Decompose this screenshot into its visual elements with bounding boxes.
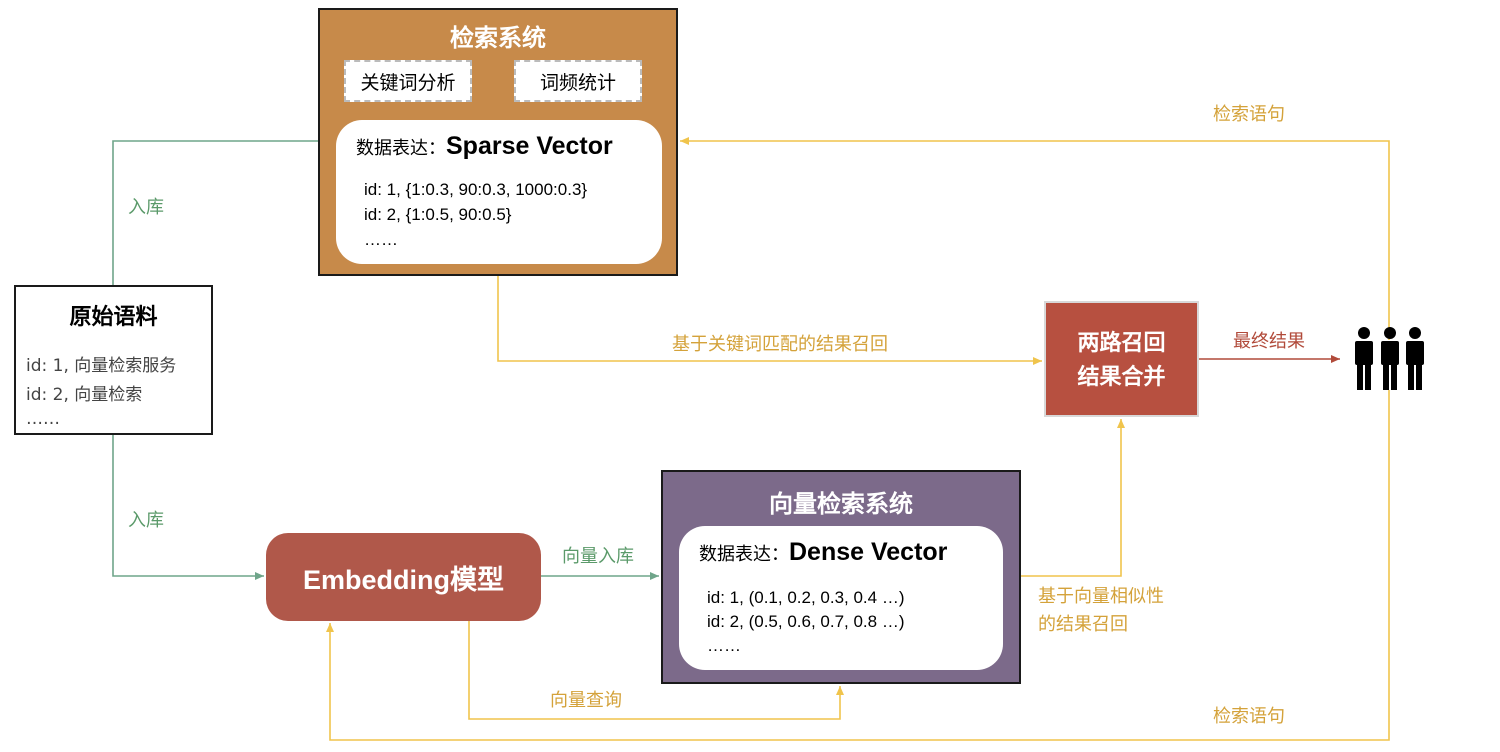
edge-vector-query — [468, 621, 844, 720]
edge-query-embedding — [326, 390, 1390, 741]
label-vector-recall-2: 的结果召回 — [1038, 614, 1128, 635]
label-query-bottom: 检索语句 — [1213, 706, 1285, 727]
merge-recall-box: 两路召回 结果合并 — [1044, 301, 1199, 417]
sparse-retrieval-system: 检索系统 关键词分析 词频统计 数据表达：Sparse Vector id: 1… — [318, 8, 678, 276]
vector-system-title: 向量检索系统 — [769, 490, 913, 518]
corpus-row: id: 2, 向量检索 — [26, 385, 143, 405]
label-vector-query: 向量查询 — [550, 690, 622, 711]
label-vector-recall-1: 基于向量相似性 — [1038, 586, 1164, 607]
dense-row: …… — [707, 636, 741, 655]
dense-expression: 数据表达：Dense Vector — [699, 538, 947, 567]
label-final-result: 最终结果 — [1233, 331, 1305, 352]
merge-line-2: 结果合并 — [1077, 365, 1166, 390]
label-vector-ingest: 向量入库 — [562, 546, 634, 567]
dense-expression-type: Dense Vector — [789, 538, 948, 566]
label-query-top: 检索语句 — [1213, 104, 1285, 125]
sparse-row: id: 1, {1:0.3, 90:0.3, 1000:0.3} — [364, 180, 588, 199]
merge-line-1: 两路召回 — [1077, 331, 1166, 356]
term-frequency-box: 词频统计 — [514, 60, 642, 102]
dense-row: id: 2, (0.5, 0.6, 0.7, 0.8 …) — [707, 612, 905, 631]
edge-vector-recall — [1021, 419, 1125, 577]
sparse-expression-prefix: 数据表达： — [356, 138, 446, 159]
label-ingest-bottom: 入库 — [128, 510, 164, 531]
edge-ingest-sparse — [112, 140, 318, 285]
edge-ingest-embedding — [112, 435, 264, 580]
sparse-expression-type: Sparse Vector — [446, 132, 613, 160]
sparse-row: id: 2, {1:0.5, 90:0.5} — [364, 205, 512, 224]
label-ingest-top: 入库 — [128, 197, 164, 218]
sparse-data-panel: 数据表达：Sparse Vector id: 1, {1:0.3, 90:0.3… — [336, 120, 662, 264]
label-keyword-recall: 基于关键词匹配的结果召回 — [672, 334, 888, 355]
corpus-title: 原始语料 — [69, 305, 158, 330]
sparse-system-title: 检索系统 — [450, 24, 546, 52]
dense-expression-prefix: 数据表达： — [699, 544, 789, 565]
vector-retrieval-system: 向量检索系统 数据表达：Dense Vector id: 1, (0.1, 0.… — [661, 470, 1021, 684]
users-icon — [1355, 327, 1424, 390]
dense-data-panel: 数据表达：Dense Vector id: 1, (0.1, 0.2, 0.3,… — [679, 526, 1003, 670]
edge-query-sparse — [680, 137, 1390, 340]
raw-corpus-box: 原始语料 id: 1, 向量检索服务 id: 2, 向量检索 …… — [14, 285, 213, 435]
corpus-row: …… — [26, 409, 60, 429]
edge-keyword-recall — [497, 276, 1042, 365]
corpus-row: id: 1, 向量检索服务 — [26, 356, 177, 376]
sparse-row: …… — [364, 230, 398, 249]
keyword-analysis-box: 关键词分析 — [344, 60, 472, 102]
sparse-expression: 数据表达：Sparse Vector — [356, 132, 613, 161]
dense-row: id: 1, (0.1, 0.2, 0.3, 0.4 …) — [707, 588, 905, 607]
embedding-model-box: Embedding模型 — [266, 533, 541, 621]
